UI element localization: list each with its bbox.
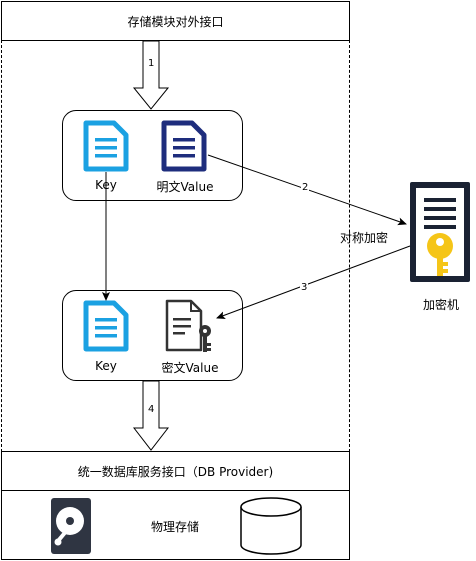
storage-module-interface-box: 存储模块对外接口: [1, 1, 350, 41]
plaintext-value-document-icon: [161, 120, 207, 172]
symmetric-encryption-label: 对称加密: [339, 231, 388, 245]
database-icon: [240, 497, 302, 555]
step2-label: 2: [301, 182, 310, 193]
db-provider-box: 统一数据库服务接口（DB Provider): [1, 451, 350, 491]
storage-module-interface-title: 存储模块对外接口: [127, 14, 224, 29]
step1-label: 1: [147, 58, 156, 69]
db-provider-title: 统一数据库服务接口（DB Provider): [77, 464, 274, 479]
ciphertext-key-label: Key: [95, 359, 117, 373]
encrypted-document-icon: [165, 299, 211, 352]
key-document-icon: [83, 120, 129, 172]
cipher-key-document-icon: [83, 300, 129, 352]
step4-label: 4: [147, 404, 156, 415]
ciphertext-value-label: 密文Value: [161, 361, 219, 375]
encryptor-label: 加密机: [422, 298, 459, 312]
hard-disk-icon: [51, 498, 91, 554]
module-container: [1, 40, 350, 452]
encryptor-server-icon: [410, 182, 470, 282]
from-encryptor-arrow: [216, 245, 411, 319]
plaintext-value-label: 明文Value: [156, 180, 214, 194]
block-arrow-step1: [132, 40, 170, 110]
block-arrow-step4: [132, 380, 170, 451]
step3-label: 3: [300, 282, 309, 293]
physical-storage-title: 物理存储: [150, 520, 199, 534]
